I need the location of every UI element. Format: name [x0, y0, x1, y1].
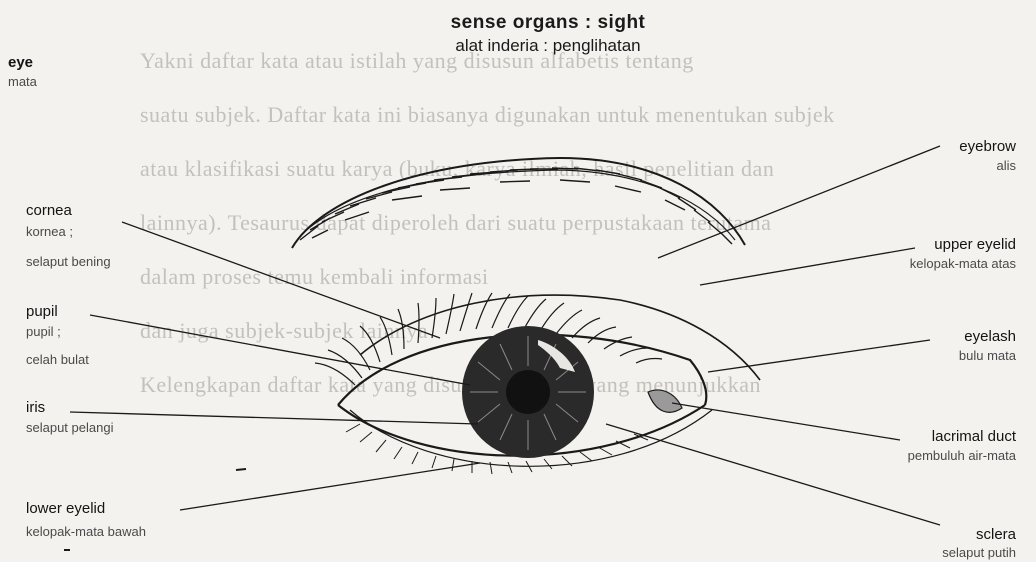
label-pupil-id2: celah bulat: [26, 352, 89, 367]
eyebrow-drawing: [292, 158, 745, 248]
label-eye-id: mata: [8, 74, 37, 89]
label-upper-eyelid-id: kelopak-mata atas: [910, 256, 1016, 271]
label-upper-eyelid-en: upper eyelid: [934, 236, 1016, 253]
label-cornea-id1: kornea ;: [26, 224, 73, 239]
label-eyebrow-en: eyebrow: [959, 138, 1016, 155]
label-lower-eyelid-en: lower eyelid: [26, 500, 105, 517]
diagram-subtitle: alat inderia : penglihatan: [0, 36, 1036, 56]
iris-leader: [70, 412, 478, 424]
label-cornea-en: cornea: [26, 202, 72, 219]
pupil-drawing: [506, 370, 550, 414]
eyebrow-leader: [658, 146, 940, 258]
upper-eyelid-leader: [700, 248, 915, 285]
label-pupil-en: pupil: [26, 303, 58, 320]
label-lacrimal-duct-en: lacrimal duct: [932, 428, 1016, 445]
diagram-title: sense organs : sight: [0, 12, 1036, 34]
eyelash-leader: [708, 340, 930, 372]
label-eyelash-id: bulu mata: [959, 348, 1016, 363]
lacrimal-caruncle: [648, 390, 682, 412]
label-iris-id: selaput pelangi: [26, 420, 113, 435]
label-lacrimal-duct-id: pembuluh air-mata: [908, 448, 1016, 463]
label-pupil-id1: pupil ;: [26, 324, 61, 339]
label-iris-en: iris: [26, 399, 45, 416]
lacrimal-duct-leader: [672, 403, 900, 440]
label-lower-eyelid-id: kelopak-mata bawah: [26, 524, 146, 539]
lower-eyelid-leader: [180, 463, 480, 510]
label-eyebrow-id: alis: [996, 158, 1016, 173]
cornea-leader: [122, 222, 440, 338]
pupil-leader: [90, 315, 470, 385]
stray-mark: [236, 469, 246, 470]
label-eye-en: eye: [8, 54, 33, 71]
label-cornea-id2: selaput bening: [26, 254, 111, 269]
label-sclera-en: sclera: [976, 526, 1016, 543]
label-sclera-id: selaput putih: [942, 545, 1016, 560]
sclera-leader: [606, 424, 940, 525]
label-eyelash-en: eyelash: [964, 328, 1016, 345]
